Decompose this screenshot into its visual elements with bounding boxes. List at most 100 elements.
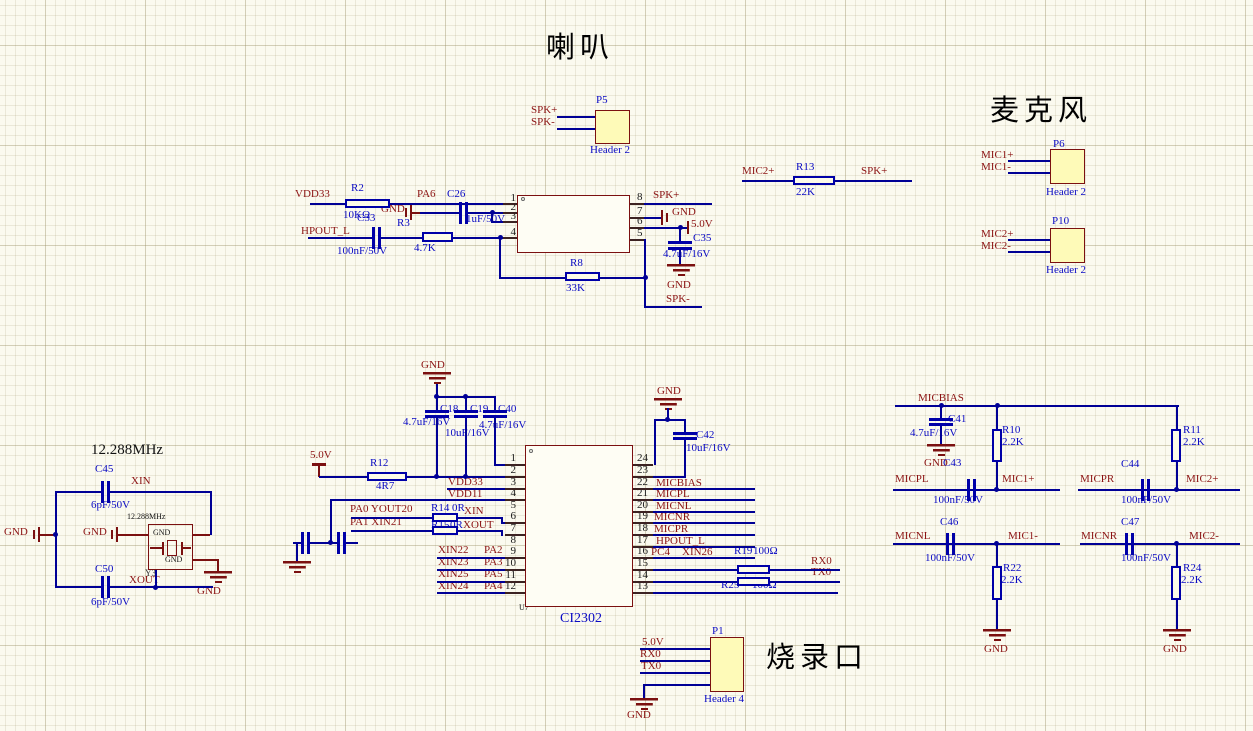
resistor-r25[interactable] [737,577,770,586]
header-p1[interactable] [710,637,744,692]
c41-value: 4.7uF/16V [910,427,958,439]
capacitor-c26[interactable] [459,202,468,224]
crystal-y3[interactable] [148,524,193,570]
capacitor-c40[interactable] [483,410,507,418]
wire [491,212,493,222]
u7-part: CI2302 [560,611,602,626]
gnd-symbol [423,372,451,384]
amp-num-3: 3 [510,210,517,222]
pin-stub [630,239,644,241]
wire [893,543,1060,545]
net-xin23: XIN23 [438,556,469,568]
u7-num-5: 5 [510,499,517,511]
wire [893,489,1060,491]
c46-value: 100nF/50V [925,552,976,564]
wire [193,559,218,561]
wire [494,396,496,410]
p10-designator: P10 [1052,215,1070,227]
wire [1176,543,1178,566]
capacitor-c49[interactable] [337,532,346,554]
c40-designator: C40 [498,403,517,415]
resistor-r11[interactable] [1171,429,1181,462]
pin-stub [503,212,517,214]
wire [1080,543,1240,545]
c46-designator: C46 [940,516,959,528]
wire [640,672,710,674]
y3-freq: 12.288MHz [127,512,166,521]
capacitor-c41[interactable] [929,418,953,426]
r19-value: 100Ω [753,545,778,557]
gnd-label: GND [657,385,681,397]
wire [40,534,55,536]
resistor-r22[interactable] [992,566,1002,600]
resistor-r10[interactable] [992,429,1002,462]
wire [437,581,505,583]
resistor-r14[interactable] [432,513,458,522]
gnd-label: GND [672,206,696,218]
capacitor-c44[interactable] [1141,479,1150,501]
capacitor-c35[interactable] [668,241,692,250]
wire [351,517,432,519]
wire [684,419,686,433]
junction-dot [328,540,333,545]
resistor-r24[interactable] [1171,566,1181,600]
resistor-r2[interactable] [345,199,390,208]
r15-designator: R15 [431,519,450,531]
c45-designator: C45 [95,463,114,475]
wire [318,466,320,477]
capacitor-c47[interactable] [1125,533,1134,555]
wire [193,534,210,536]
capacitor-c45[interactable] [101,481,110,503]
r3-value: 4.7K [414,242,436,254]
resistor-r12[interactable] [367,472,407,481]
wire [501,517,503,524]
resistor-r3[interactable] [422,232,453,242]
wire [453,237,503,239]
resistor-r13[interactable] [793,176,835,185]
net-xin22: XIN22 [438,544,469,556]
header-p5[interactable] [595,110,630,144]
resistor-r15[interactable] [432,526,458,535]
r22-designator: R22 [1003,562,1022,574]
net-mic2-minus: MIC2- [1189,530,1219,542]
capacitor-c33[interactable] [372,227,381,249]
capacitor-c42[interactable] [673,432,697,440]
wire [465,396,467,410]
wire [654,419,686,421]
capacitor-c18[interactable] [425,410,449,418]
capacitor-c48[interactable] [301,532,310,554]
power-bar [312,463,326,466]
net-mic1-minus: MIC1- [981,161,1011,173]
u7-num-17: 17 [637,534,648,546]
capacitor-c50[interactable] [101,576,110,598]
r10-value: 2.2K [1002,436,1024,448]
wire [1008,251,1050,253]
r19-designator: R19 [734,545,753,557]
ic-amplifier[interactable] [517,195,630,253]
capacitor-c19[interactable] [454,410,478,418]
resistor-r19[interactable] [737,565,770,574]
net-tx0: TX0 [641,660,662,672]
ic-ci2302[interactable] [525,445,633,607]
r14-designator: R14 [431,502,450,514]
wire [437,569,505,571]
wire [996,462,998,491]
capacitor-c43[interactable] [967,479,976,501]
c42-value: 10uF/16V [686,442,731,454]
amp-num-1: 1 [510,192,517,204]
net-mic1-minus: MIC1- [1008,530,1038,542]
net-mic1-plus: MIC1+ [1002,473,1035,485]
capacitor-c46[interactable] [946,533,955,555]
amp-num-4: 4 [510,226,517,238]
header-p6[interactable] [1050,149,1085,184]
c35-designator: C35 [693,232,712,244]
net-pa1-xin21: PA1 XIN21 [350,516,402,528]
wire [458,517,502,519]
wire [437,592,505,594]
header-p10[interactable] [1050,228,1085,263]
net-pa2: PA2 [484,544,503,556]
gnd-symbol [654,398,682,410]
wire [390,203,503,205]
resistor-r8[interactable] [565,272,600,281]
pin-stub [505,569,525,571]
